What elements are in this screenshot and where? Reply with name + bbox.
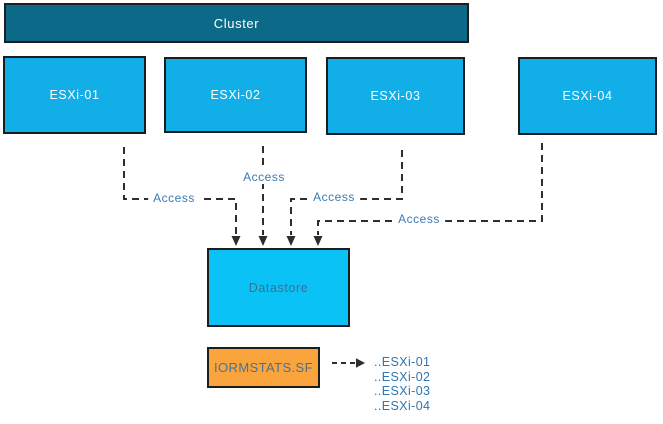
arrowhead-right-icon bbox=[356, 358, 365, 368]
host-label: ESXi-04 bbox=[562, 89, 613, 103]
cluster-node: Cluster bbox=[4, 3, 469, 43]
iorm-entry: ..ESXi-01 bbox=[374, 355, 431, 369]
host-label: ESXi-01 bbox=[49, 88, 100, 102]
arrowhead-icon bbox=[231, 236, 241, 246]
datastore-node: Datastore bbox=[207, 248, 350, 327]
iorm-entries-list: ..ESXi-01 ..ESXi-02 ..ESXi-03 ..ESXi-04 bbox=[374, 355, 430, 414]
iormstats-label: IORMSTATS.SF bbox=[214, 360, 313, 375]
host-label: ESXi-02 bbox=[210, 88, 261, 102]
iorm-entry: ..ESXi-02 bbox=[374, 369, 431, 384]
arrowhead-icon bbox=[286, 236, 296, 246]
iorm-entry: ..ESXi-04 bbox=[374, 399, 431, 414]
host-label: ESXi-03 bbox=[370, 89, 421, 103]
host-node-esxi-02: ESXi-02 bbox=[164, 57, 307, 133]
access-label-esxi-02: Access bbox=[238, 170, 290, 184]
host-node-esxi-03: ESXi-03 bbox=[326, 57, 465, 135]
arrowhead-icon bbox=[313, 236, 323, 246]
host-node-esxi-04: ESXi-04 bbox=[518, 57, 657, 135]
datastore-label: Datastore bbox=[248, 280, 309, 295]
cluster-label: Cluster bbox=[213, 15, 260, 31]
iorm-entry: ..ESXi-03 bbox=[374, 384, 431, 399]
access-label-esxi-01: Access bbox=[148, 191, 200, 205]
host-node-esxi-01: ESXi-01 bbox=[3, 56, 146, 134]
access-label-esxi-04: Access bbox=[393, 212, 445, 226]
iormstats-file-node: IORMSTATS.SF bbox=[207, 347, 320, 388]
arrowhead-icon bbox=[258, 236, 268, 246]
access-label-esxi-03: Access bbox=[308, 190, 360, 204]
